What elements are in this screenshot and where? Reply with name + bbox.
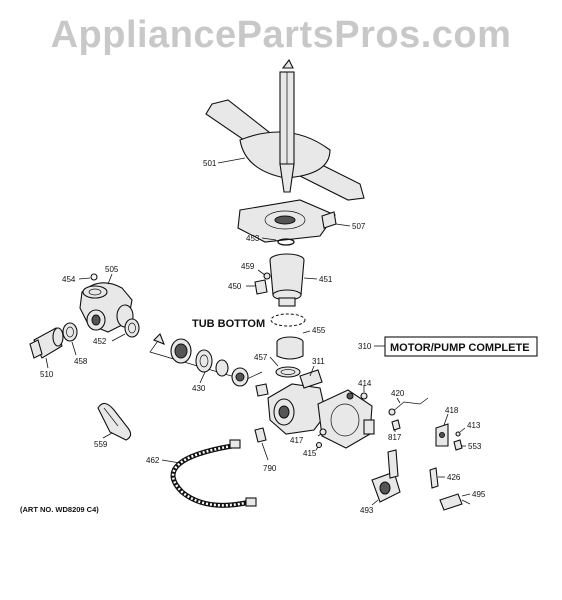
motor-pump-box[interactable]: [384, 336, 538, 357]
art-number: (ART NO. WD8209 C4): [20, 505, 99, 514]
motor[interactable]: [317, 389, 375, 449]
part-413[interactable]: [455, 431, 461, 437]
label-420: 420: [391, 389, 405, 398]
label-455: 455: [312, 326, 326, 335]
label-452: 452: [93, 337, 107, 346]
pump-311[interactable]: [267, 369, 327, 435]
impeller-kit-430[interactable]: [153, 333, 249, 387]
solenoid-493[interactable]: [371, 449, 401, 503]
motor-pump-label: MOTOR/PUMP COMPLETE: [390, 342, 530, 354]
housing-451[interactable]: [269, 253, 305, 307]
clamp-457[interactable]: [275, 366, 301, 378]
gasket-458[interactable]: [62, 322, 78, 342]
label-457: 457: [254, 353, 268, 362]
label-453: 453: [246, 234, 260, 243]
label-310: 310: [358, 342, 372, 351]
clamp-452[interactable]: [124, 318, 140, 338]
label-493: 493: [360, 506, 374, 515]
label-458: 458: [74, 357, 88, 366]
label-418: 418: [445, 406, 459, 415]
tub-bottom-label: TUB BOTTOM: [192, 318, 265, 330]
drain-connector-510[interactable]: [29, 327, 64, 359]
label-817: 817: [388, 433, 402, 442]
label-426: 426: [447, 473, 461, 482]
label-553: 553: [468, 442, 482, 451]
label-495: 495: [472, 490, 486, 499]
part-415[interactable]: [315, 441, 323, 449]
label-559: 559: [94, 440, 108, 449]
part-553[interactable]: [453, 439, 463, 451]
label-505: 505: [105, 265, 119, 274]
label-501: 501: [203, 159, 217, 168]
harness-462[interactable]: [170, 439, 257, 508]
label-413: 413: [467, 421, 481, 430]
spring-part[interactable]: [255, 383, 269, 397]
o-ring-453[interactable]: [277, 238, 295, 246]
label-417: 417: [290, 436, 304, 445]
hose-559[interactable]: [97, 402, 132, 441]
label-454: 454: [62, 275, 76, 284]
part-426[interactable]: [429, 467, 439, 489]
o-ring-454[interactable]: [90, 273, 98, 281]
seal-455[interactable]: [276, 336, 304, 360]
bracket-418[interactable]: [435, 423, 449, 447]
spray-arm-501[interactable]: [205, 58, 365, 201]
drain-housing-505[interactable]: [79, 282, 134, 333]
screw-459[interactable]: [263, 272, 271, 280]
manifold-507[interactable]: [237, 199, 337, 243]
tub-bottom-ring: [270, 313, 306, 327]
label-507: 507: [352, 222, 366, 231]
part-495[interactable]: [439, 493, 471, 511]
label-414: 414: [358, 379, 372, 388]
label-415: 415: [303, 449, 317, 458]
bracket-420[interactable]: [388, 397, 429, 416]
part-790[interactable]: [254, 427, 267, 443]
label-462: 462: [146, 456, 160, 465]
label-510: 510: [40, 370, 54, 379]
part-817[interactable]: [391, 419, 401, 431]
clip-450[interactable]: [254, 279, 268, 295]
label-450: 450: [228, 282, 242, 291]
part-417[interactable]: [319, 428, 327, 436]
label-790: 790: [263, 464, 277, 473]
label-459: 459: [241, 262, 255, 271]
watermark: AppliancePartsPros.com: [50, 14, 512, 56]
label-430: 430: [192, 384, 206, 393]
screw-414[interactable]: [360, 392, 368, 400]
label-311: 311: [312, 357, 325, 366]
label-451: 451: [319, 275, 333, 284]
